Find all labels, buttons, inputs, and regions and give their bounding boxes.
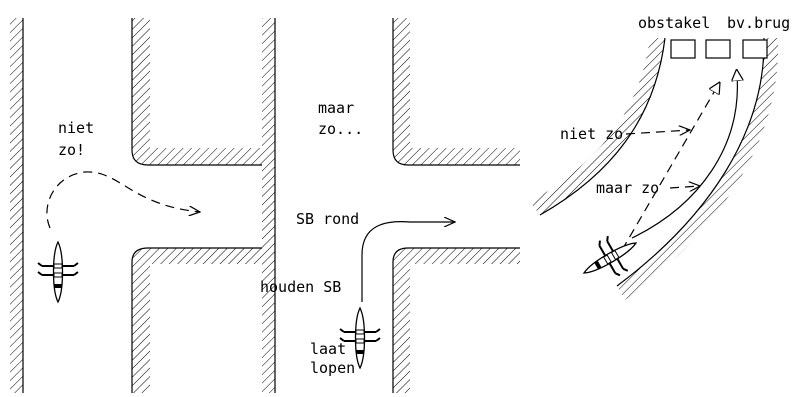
label-maar-zo: maar zo (596, 179, 659, 197)
label-maar: maar (318, 99, 354, 117)
wrong-path-bend (621, 87, 717, 251)
correct-path-arrow (361, 222, 455, 302)
label-niet: niet (58, 119, 94, 137)
panel-left: niet zo! (10, 18, 262, 393)
middle-left-bank (262, 18, 275, 393)
wrong-path-arrow (46, 171, 200, 229)
obstacle-middle (705, 39, 731, 59)
label-niet-zo: niet zo (560, 125, 623, 143)
panel-right: obstakel bv.brug niet zo maar zo (530, 14, 790, 300)
obstacle-left (670, 39, 696, 59)
label-bv-brug: bv.brug (727, 14, 790, 32)
label-lopen: lopen (310, 359, 355, 377)
label-obstakel: obstakel (638, 14, 710, 32)
label-laat: laat (310, 340, 346, 358)
upper-right-corner-bank (132, 18, 262, 165)
middle-upper-corner-bank (393, 18, 520, 165)
pointer-wrong (625, 130, 690, 134)
middle-lower-corner-bank (393, 248, 520, 393)
pointer-right (669, 186, 700, 188)
label-sb-rond: SB rond (296, 210, 359, 228)
label-zo: zo! (58, 141, 85, 159)
label-houden-sb: houden SB (260, 278, 341, 296)
boat-left (37, 241, 79, 303)
correct-path-bend (631, 75, 737, 239)
obstacle-right (742, 39, 768, 59)
label-zo-dots: zo... (318, 120, 363, 138)
lower-right-corner-bank (132, 248, 262, 393)
panel-middle: maar zo... SB rond houden SB laat lopen (260, 18, 520, 393)
inner-bend-bank (530, 38, 665, 215)
left-bank (10, 18, 23, 393)
